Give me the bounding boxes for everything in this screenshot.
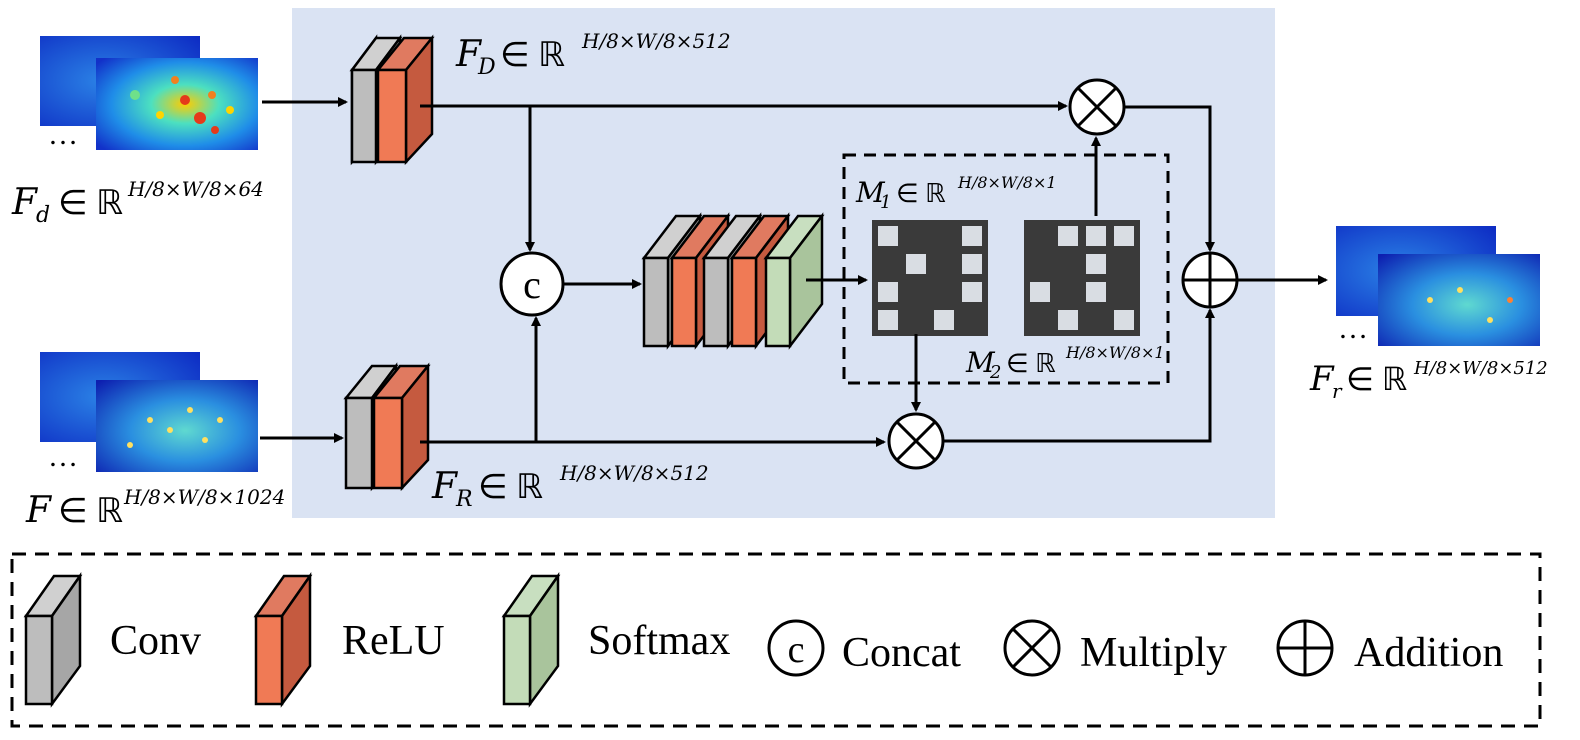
svg-text:F: F	[1309, 359, 1335, 399]
svg-text:H/8×W/8×1: H/8×W/8×1	[957, 173, 1057, 192]
heatmap-stack-output: …	[1336, 226, 1540, 346]
label-FD: F D ∈ ℝ H/8×W/8×512	[455, 29, 731, 80]
label-M1: M 1 ∈ ℝ H/8×W/8×1	[855, 173, 1057, 213]
heatmap-stack-f: …	[40, 352, 258, 473]
svg-text:∈ ℝ: ∈ ℝ	[1346, 361, 1407, 397]
mask-cell	[878, 226, 898, 246]
label-f: F ∈ ℝ H/8×W/8×1024	[25, 485, 285, 531]
legend-multiply: Multiply	[1003, 619, 1227, 677]
svg-text:Softmax: Softmax	[588, 618, 730, 664]
concat-icon	[499, 251, 565, 317]
svg-text:∈ ℝ: ∈ ℝ	[478, 469, 543, 506]
label-fd: F d ∈ ℝ H/8×W/8×64	[11, 177, 264, 228]
ellipsis-f: …	[48, 440, 78, 473]
mask-cell	[1086, 226, 1106, 246]
legend-conv: Conv	[23, 572, 201, 708]
mask-cell	[878, 310, 898, 330]
mask-cell	[962, 282, 982, 302]
svg-text:Concat: Concat	[842, 630, 961, 676]
ellipsis-fd: …	[48, 118, 78, 151]
svg-text:H/8×W/8×512: H/8×W/8×512	[581, 29, 731, 53]
mask-box	[842, 153, 1170, 385]
svg-text:∈ ℝ: ∈ ℝ	[500, 37, 565, 74]
mask-cell	[1114, 310, 1134, 330]
mask-cell	[1114, 226, 1134, 246]
legend-addition: Addition	[1276, 619, 1503, 677]
svg-text:Multiply: Multiply	[1080, 630, 1227, 676]
svg-text:d: d	[36, 203, 50, 228]
multiply-node-bottom	[887, 412, 945, 470]
svg-text:D: D	[477, 55, 496, 80]
svg-text:c: c	[788, 629, 805, 671]
label-Fr: F r ∈ ℝ H/8×W/8×512	[1309, 358, 1548, 403]
mask-cell	[1030, 282, 1050, 302]
mask-cell	[962, 254, 982, 274]
svg-text:M: M	[965, 346, 996, 379]
svg-text:Addition: Addition	[1354, 630, 1503, 676]
mask-cell	[1086, 254, 1106, 274]
conv-relu-block-top	[349, 34, 435, 166]
mask-cell	[1086, 282, 1106, 302]
svg-text:H/8×W/8×1: H/8×W/8×1	[1065, 343, 1165, 362]
svg-text:c: c	[523, 262, 541, 307]
svg-text:H/8×W/8×64: H/8×W/8×64	[127, 177, 264, 201]
svg-text:…: …	[1338, 312, 1368, 345]
svg-text:F: F	[25, 490, 53, 531]
mask-m1-grid	[872, 220, 988, 336]
legend-concat: c Concat	[767, 619, 961, 677]
concat-node: c	[499, 251, 565, 317]
mask-cell	[1058, 310, 1078, 330]
mask-cell	[1058, 226, 1078, 246]
heatmap-stack-fd: …	[40, 36, 258, 151]
label-M2: M 2 ∈ ℝ H/8×W/8×1	[965, 343, 1165, 383]
svg-text:F: F	[455, 34, 483, 75]
multiply-node-top	[1068, 78, 1126, 136]
mask-cell	[878, 282, 898, 302]
mask-cell	[962, 226, 982, 246]
svg-text:F: F	[11, 182, 39, 223]
svg-text:M: M	[855, 176, 886, 209]
svg-text:∈ ℝ: ∈ ℝ	[58, 493, 123, 530]
svg-text:R: R	[455, 487, 473, 512]
label-FR: F R ∈ ℝ H/8×W/8×512	[431, 461, 709, 512]
svg-text:Conv: Conv	[110, 618, 201, 664]
mask-m2-grid	[1024, 220, 1140, 336]
svg-text:H/8×W/8×512: H/8×W/8×512	[1413, 358, 1548, 379]
svg-text:ReLU: ReLU	[342, 618, 445, 664]
svg-text:1: 1	[880, 192, 891, 213]
conv-relu-softmax-stack	[641, 212, 825, 350]
mask-cell	[906, 254, 926, 274]
svg-text:∈ ℝ: ∈ ℝ	[1006, 349, 1056, 378]
mask-cell	[934, 310, 954, 330]
svg-text:F: F	[431, 466, 459, 507]
svg-text:H/8×W/8×1024: H/8×W/8×1024	[123, 485, 285, 509]
addition-node	[1181, 251, 1239, 309]
legend-softmax: Softmax	[501, 572, 730, 708]
conv-relu-block-bottom	[343, 362, 431, 492]
svg-text:r: r	[1332, 379, 1343, 403]
svg-text:H/8×W/8×512: H/8×W/8×512	[559, 461, 709, 485]
svg-text:∈ ℝ: ∈ ℝ	[58, 185, 123, 222]
legend-box	[10, 552, 1542, 728]
svg-text:∈ ℝ: ∈ ℝ	[896, 179, 946, 208]
legend-relu: ReLU	[253, 572, 445, 708]
svg-text:2: 2	[989, 362, 1001, 383]
